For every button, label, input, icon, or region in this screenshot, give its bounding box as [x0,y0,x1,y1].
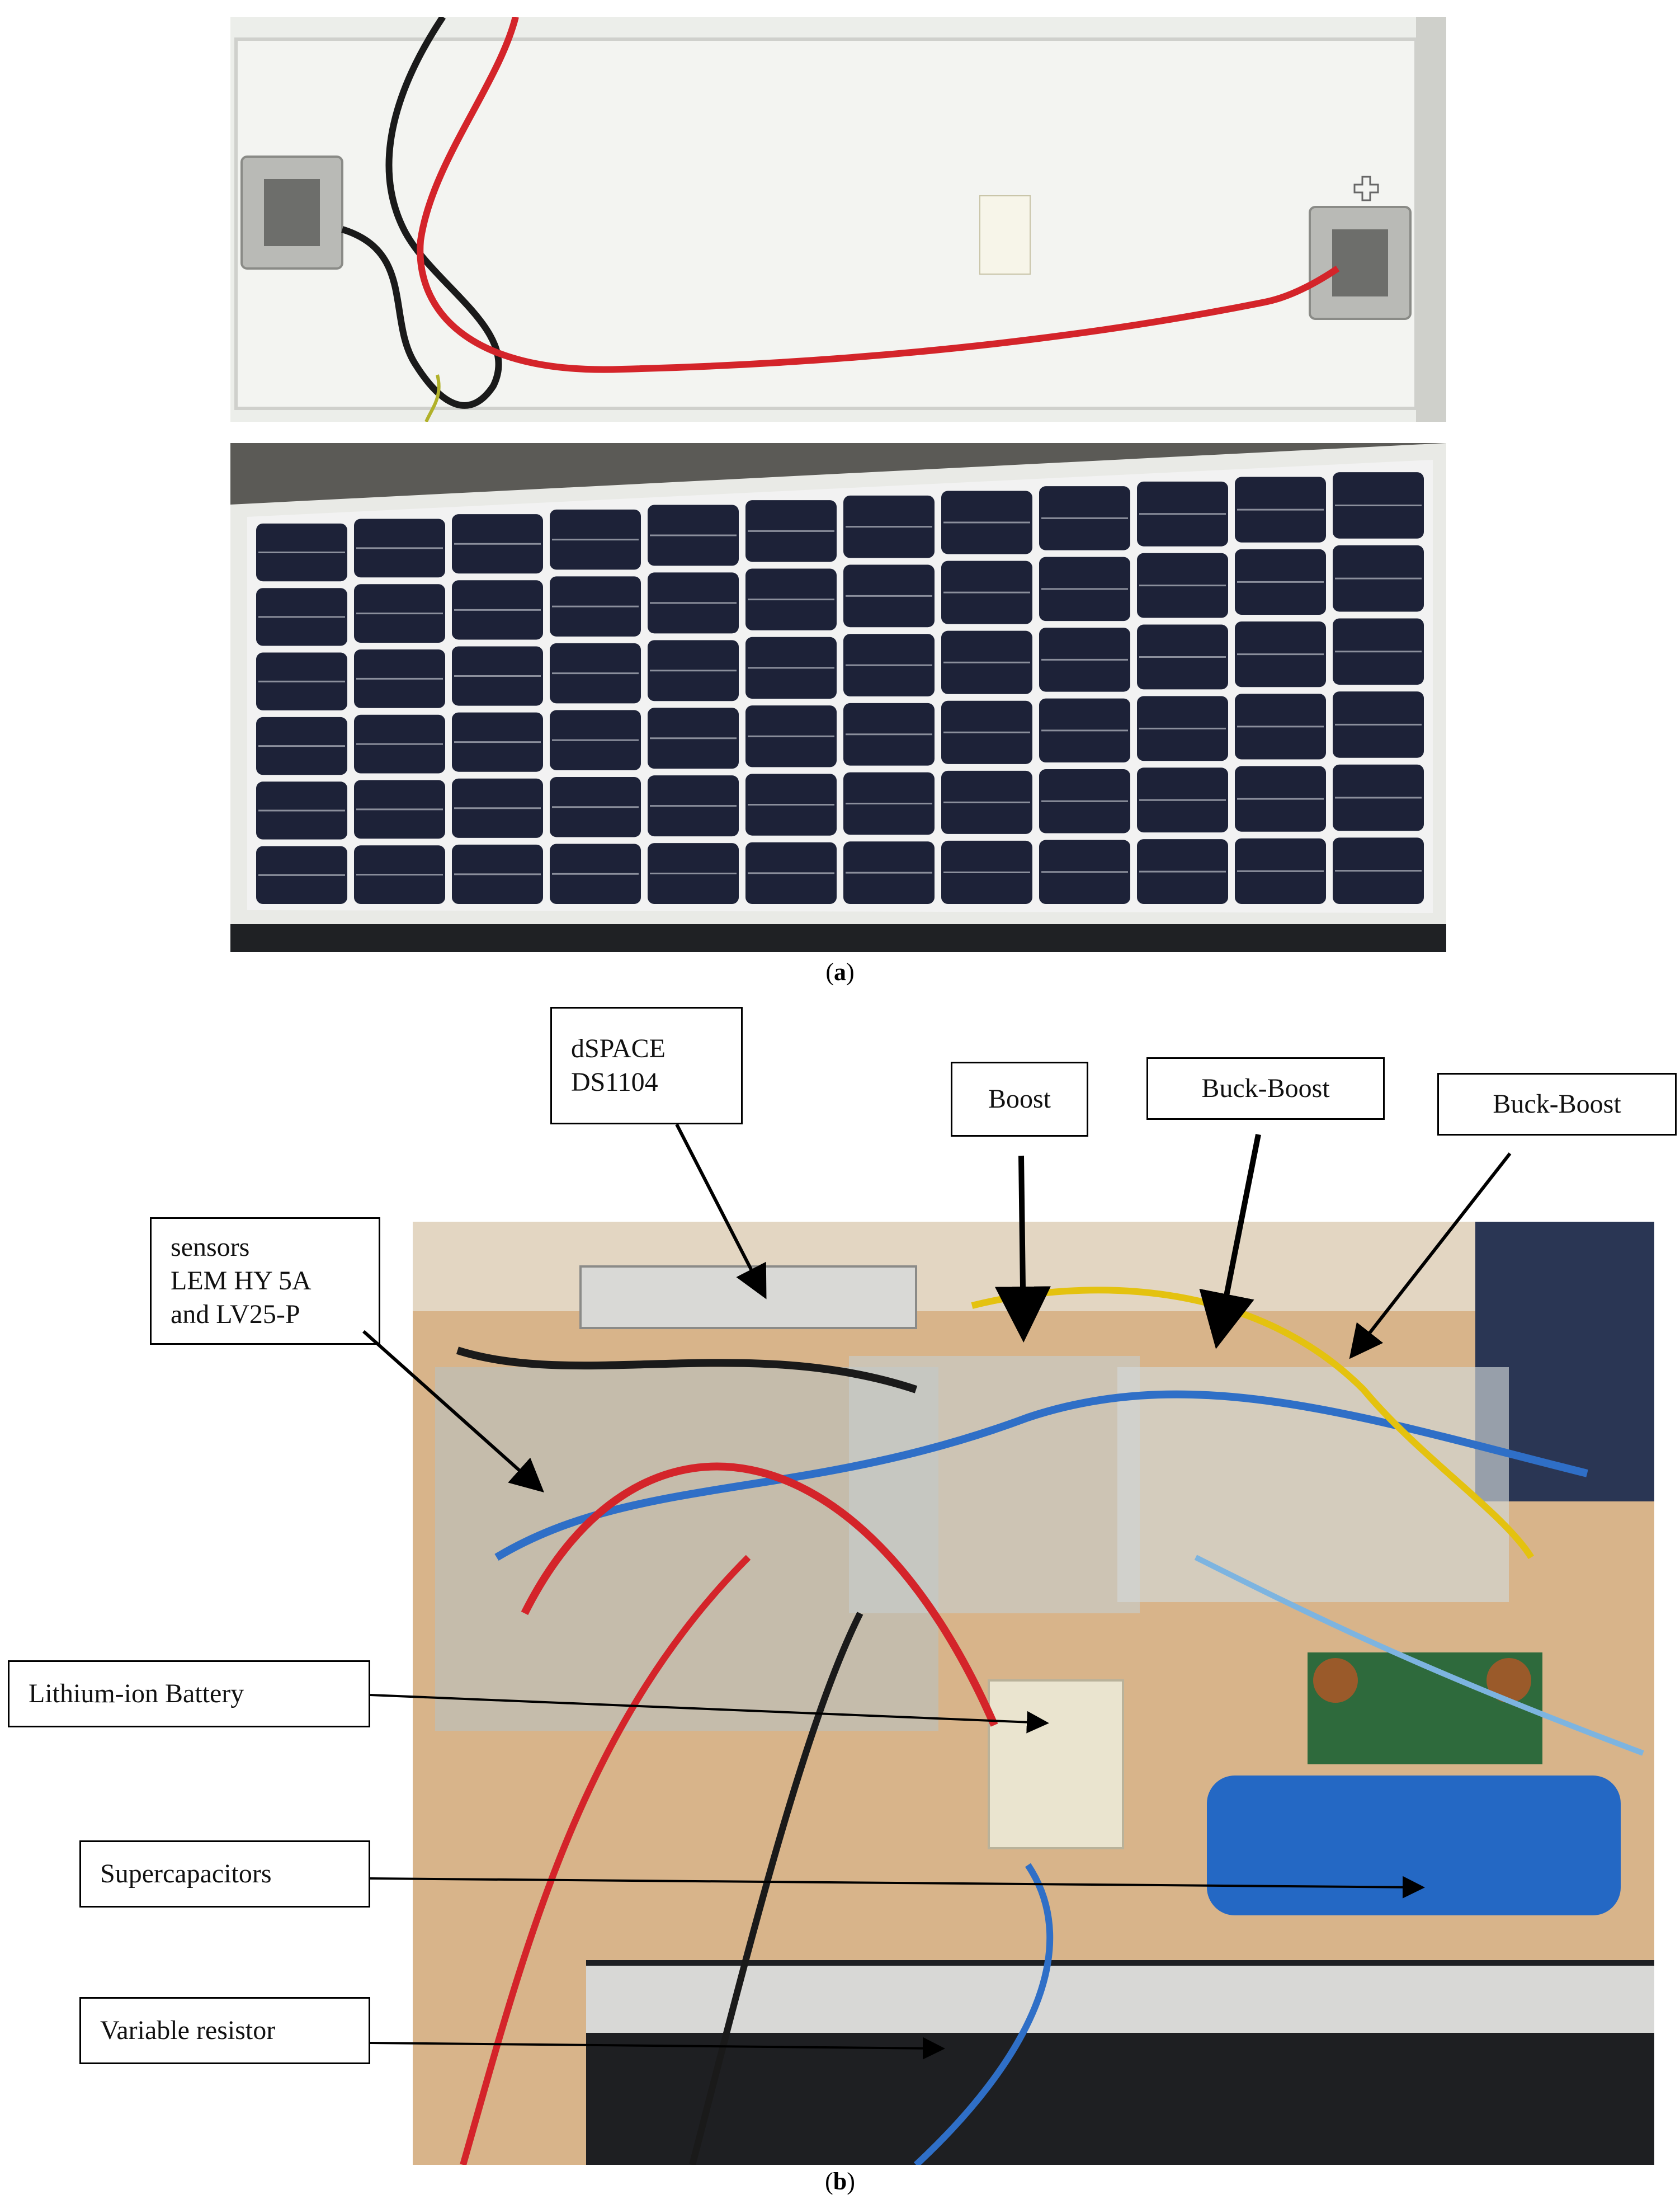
callout-battery: Lithium-ion Battery [8,1660,370,1727]
callout-boost: Boost [951,1062,1088,1137]
solar-panel-front-photo [230,443,1446,952]
callout-supercapacitors: Supercapacitors [79,1840,370,1908]
panel-a-label: (a) [825,958,855,986]
panel-b-label: (b) [825,2168,855,2195]
solar-panel-back-photo [230,17,1446,422]
callout-buck-boost-2: Buck-Boost [1437,1073,1677,1136]
junction-box-left [240,156,343,270]
callout-buck-boost-1: Buck-Boost [1146,1057,1385,1120]
callout-variable-resistor: Variable resistor [79,1997,370,2064]
callout-dspace: dSPACE DS1104 [550,1007,743,1124]
test-bench-photo [413,1222,1654,2165]
callout-sensors: sensors LEM HY 5A and LV25-P [150,1217,380,1345]
junction-box-right [1309,176,1412,320]
